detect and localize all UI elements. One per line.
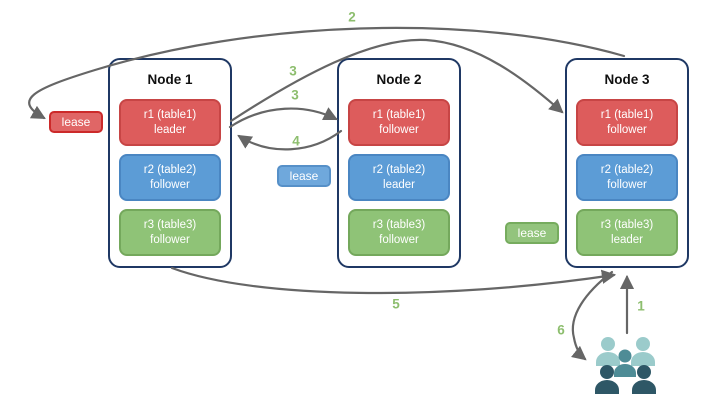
- replica-role: leader: [611, 233, 643, 246]
- node2-replica-r1: r1 (table1) follower: [348, 99, 450, 146]
- replica-role: leader: [154, 123, 186, 136]
- step-label-5: 5: [392, 296, 400, 312]
- node1-replica-r2: r2 (table2) follower: [119, 154, 221, 201]
- users-group-icon: [595, 337, 656, 394]
- step-label-2: 2: [348, 9, 356, 25]
- node-2-title: Node 2: [376, 72, 422, 87]
- node-3-box: Node 3 r1 (table1) follower r2 (table2) …: [565, 58, 689, 268]
- step-label-6: 6: [557, 322, 565, 338]
- replica-role: follower: [379, 123, 419, 136]
- replica-name: r2 (table2): [600, 163, 654, 176]
- node1-replica-r3: r3 (table3) follower: [119, 209, 221, 256]
- replica-name: r2 (table2): [372, 163, 426, 176]
- node3-replica-r1: r1 (table1) follower: [576, 99, 678, 146]
- arrow-step-4-node2r1-to-node1r1: [237, 129, 343, 151]
- lease-badge-blue: lease: [277, 165, 331, 187]
- replica-role: follower: [150, 233, 190, 246]
- node3-replica-r3: r3 (table3) leader: [576, 209, 678, 256]
- node-1-title: Node 1: [147, 72, 193, 87]
- replica-role: follower: [607, 178, 647, 191]
- replica-name: r1 (table1): [143, 108, 197, 121]
- lease-badge-red: lease: [49, 111, 103, 133]
- replica-name: r3 (table3): [143, 218, 197, 231]
- node3-replica-r2: r2 (table2) follower: [576, 154, 678, 201]
- replica-role: follower: [150, 178, 190, 191]
- node-1-box: Node 1 r1 (table1) leader r2 (table2) fo…: [108, 58, 232, 268]
- arrow-step-3-node1r1-to-node2r1: [228, 107, 338, 129]
- step-label-1: 1: [637, 298, 645, 314]
- node2-replica-r3: r3 (table3) follower: [348, 209, 450, 256]
- replica-name: r3 (table3): [372, 218, 426, 231]
- lease-badge-green: lease: [505, 222, 559, 244]
- replica-role: follower: [379, 233, 419, 246]
- node-3-title: Node 3: [604, 72, 650, 87]
- step-label-3b: 3: [291, 87, 299, 103]
- replica-name: r1 (table1): [372, 108, 426, 121]
- step-label-3a: 3: [289, 63, 297, 79]
- replica-name: r2 (table2): [143, 163, 197, 176]
- node1-replica-r1: r1 (table1) leader: [119, 99, 221, 146]
- node2-replica-r2: r2 (table2) leader: [348, 154, 450, 201]
- replica-role: follower: [607, 123, 647, 136]
- node-2-box: Node 2 r1 (table1) follower r2 (table2) …: [337, 58, 461, 268]
- arrow-step-5-node1-to-node3: [170, 266, 617, 295]
- replica-name: r1 (table1): [600, 108, 654, 121]
- step-label-4: 4: [292, 133, 300, 149]
- replica-name: r3 (table3): [600, 218, 654, 231]
- replica-role: leader: [383, 178, 415, 191]
